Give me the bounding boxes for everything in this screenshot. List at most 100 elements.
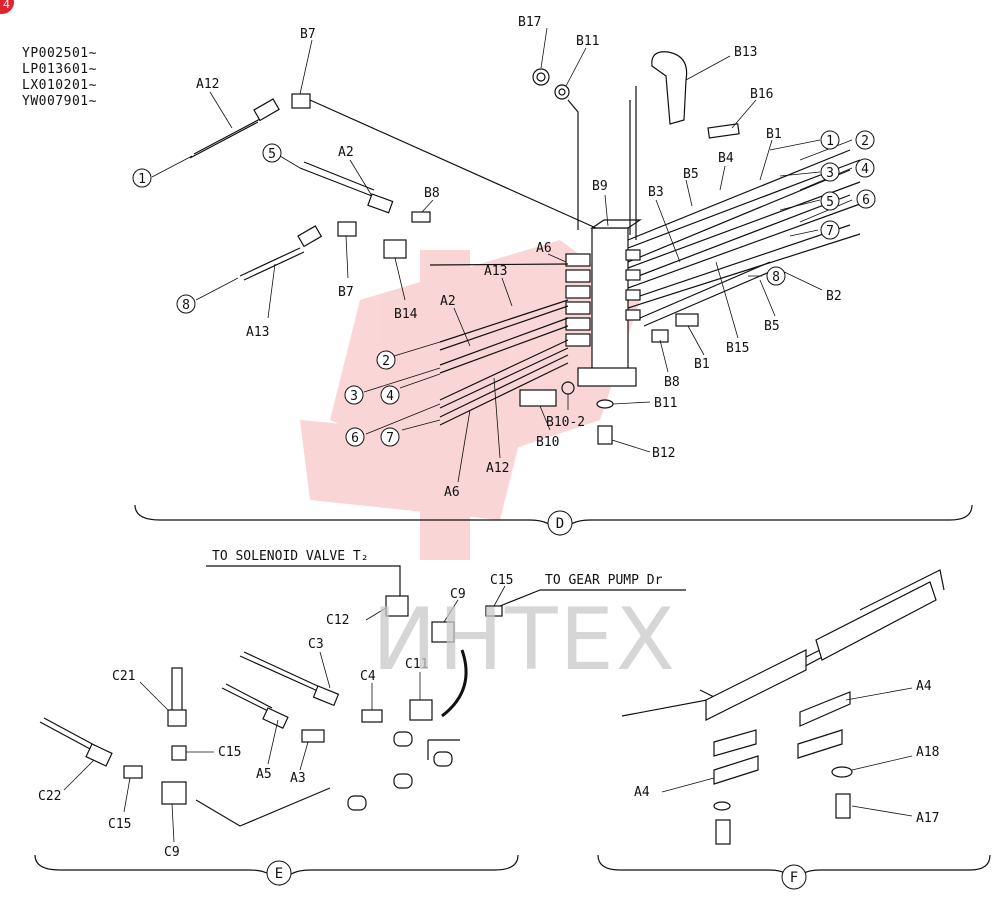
label-c22: C22 xyxy=(38,789,61,804)
label-a4-top: A4 xyxy=(916,679,932,694)
label-c21: C21 xyxy=(112,669,135,684)
svg-text:4: 4 xyxy=(386,389,394,404)
serial-number-4: YW007901∼ xyxy=(22,94,97,109)
svg-text:3: 3 xyxy=(350,389,358,404)
section-d-leaders xyxy=(151,27,853,483)
callout-4-right: 4 xyxy=(855,158,875,178)
label-b8-top: B8 xyxy=(424,186,440,201)
section-d-labels: A12 B7 B17 B11 B13 B16 B1 B4 B5 B9 B3 A2… xyxy=(196,15,842,500)
callout-5-left: 5 xyxy=(262,143,282,163)
label-b11-top: B11 xyxy=(576,34,599,49)
label-a4-low: A4 xyxy=(634,785,650,800)
label-c3: C3 xyxy=(308,637,324,652)
serial-number-1: YP002501∼ xyxy=(22,46,97,61)
label-c4: C4 xyxy=(360,669,376,684)
label-c9-top: C9 xyxy=(450,587,466,602)
section-f-label: F xyxy=(781,864,807,890)
label-b8-low: B8 xyxy=(664,375,680,390)
svg-text:8: 8 xyxy=(772,270,780,285)
label-a6-low: A6 xyxy=(444,485,460,500)
note-to-gear-pump: TO GEAR PUMP Dr xyxy=(545,573,663,588)
callout-3-left: 3 xyxy=(344,385,364,405)
svg-text:1: 1 xyxy=(138,172,146,187)
label-a18: A18 xyxy=(916,745,939,760)
label-a13-left: A13 xyxy=(246,325,269,340)
svg-text:2: 2 xyxy=(382,354,390,369)
note-to-solenoid-valve: TO SOLENOID VALVE T₂ xyxy=(212,549,369,564)
section-f-leaders xyxy=(661,687,913,817)
callout-8-right: 8 xyxy=(766,266,786,286)
callout-4-left: 4 xyxy=(380,385,400,405)
label-a2-mid: A2 xyxy=(440,294,456,309)
callout-6-left: 6 xyxy=(345,427,365,447)
label-b11-low: B11 xyxy=(654,396,677,411)
label-b9: B9 xyxy=(592,179,608,194)
label-a13-mid: A13 xyxy=(484,264,507,279)
section-d-label: D xyxy=(547,510,573,536)
label-b3: B3 xyxy=(648,185,664,200)
svg-text:F: F xyxy=(790,870,798,886)
label-b13: B13 xyxy=(734,45,757,60)
label-a17: A17 xyxy=(916,811,939,826)
label-b10-2: B10-2 xyxy=(546,415,585,430)
svg-text:7: 7 xyxy=(386,431,394,446)
label-b5-top: B5 xyxy=(683,167,699,182)
watermark-text: ИНТЕХ xyxy=(372,590,677,690)
label-a12-top: A12 xyxy=(196,77,219,92)
callout-1-left: 1 xyxy=(132,168,152,188)
callout-6-right: 6 xyxy=(856,189,876,209)
label-b14: B14 xyxy=(394,307,418,322)
label-b17: B17 xyxy=(518,15,541,30)
svg-text:7: 7 xyxy=(826,224,834,239)
label-c15-low: C15 xyxy=(108,817,131,832)
callout-7-right: 7 xyxy=(820,220,840,240)
label-b5-low: B5 xyxy=(764,319,780,334)
label-c11: C11 xyxy=(405,657,428,672)
watermark-logo xyxy=(300,240,640,560)
callout-1-right: 1 xyxy=(820,130,840,150)
callout-5-right: 5 xyxy=(820,191,840,211)
label-c15-top: C15 xyxy=(490,573,513,588)
svg-text:2: 2 xyxy=(861,134,869,149)
section-e-label: E xyxy=(266,860,292,886)
label-b15: B15 xyxy=(726,341,749,356)
svg-text:5: 5 xyxy=(826,195,834,210)
label-b16: B16 xyxy=(750,87,773,102)
label-a2-top: A2 xyxy=(338,145,354,160)
section-f-labels: A4 A18 A4 A17 xyxy=(634,679,939,826)
svg-text:4: 4 xyxy=(861,162,869,177)
svg-text:6: 6 xyxy=(351,431,359,446)
callout-7-left: 7 xyxy=(380,427,400,447)
section-d-callouts: 1 5 8 2 3 4 6 7 1 2 3 4 5 6 7 8 xyxy=(132,130,876,447)
label-b12: B12 xyxy=(652,446,675,461)
label-b1-top: B1 xyxy=(766,127,782,142)
label-b7-mid: B7 xyxy=(338,285,354,300)
label-b10: B10 xyxy=(536,435,559,450)
svg-text:3: 3 xyxy=(826,166,834,181)
svg-text:8: 8 xyxy=(182,298,190,313)
serial-number-2: LP013601∼ xyxy=(22,62,97,77)
label-c15-mid: C15 xyxy=(218,745,241,760)
section-e-leaders xyxy=(63,585,506,843)
label-b1-low: B1 xyxy=(694,357,710,372)
label-c9-low: C9 xyxy=(164,845,180,860)
section-e-labels: TO SOLENOID VALVE T₂ TO GEAR PUMP Dr C12… xyxy=(38,549,663,860)
svg-text:5: 5 xyxy=(268,147,276,162)
callout-2-right: 2 xyxy=(855,130,875,150)
callout-3-right: 3 xyxy=(820,162,840,182)
section-d-drawing xyxy=(134,51,973,537)
label-c12: C12 xyxy=(326,613,349,628)
svg-text:D: D xyxy=(556,516,564,532)
label-b7-top: B7 xyxy=(300,27,316,42)
label-a3: A3 xyxy=(290,771,306,786)
label-a5: A5 xyxy=(256,767,272,782)
label-b2: B2 xyxy=(826,289,842,304)
label-b4: B4 xyxy=(718,151,734,166)
section-f-drawing xyxy=(597,569,991,888)
svg-text:1: 1 xyxy=(826,134,834,149)
svg-text:E: E xyxy=(275,866,283,882)
label-a12-low: A12 xyxy=(486,461,509,476)
serial-number-3: LX010201∼ xyxy=(22,78,97,93)
svg-text:6: 6 xyxy=(862,193,870,208)
